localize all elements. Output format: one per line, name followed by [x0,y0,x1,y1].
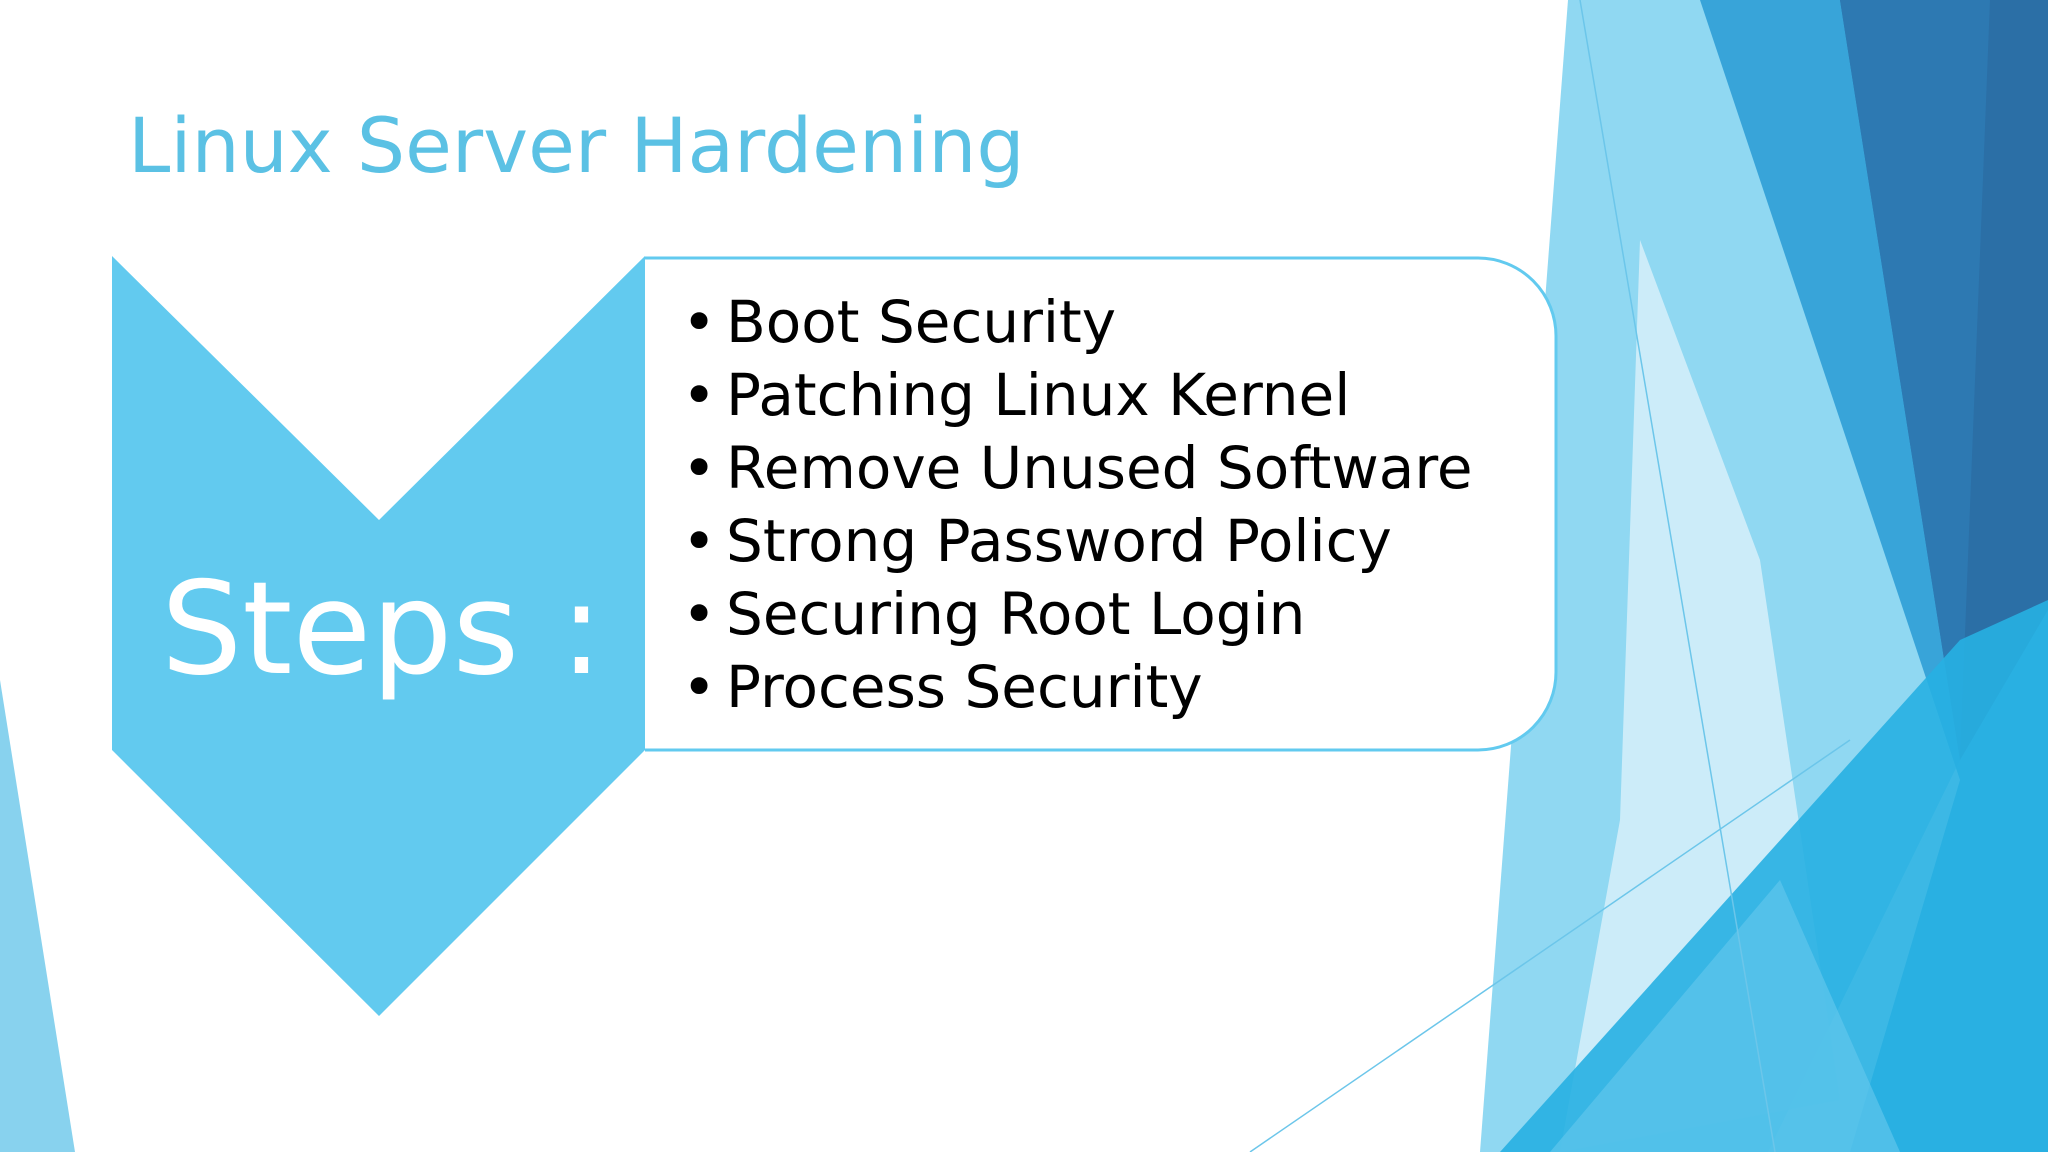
thin-line-1 [1579,0,1776,1152]
step-text: Remove Unused Software [726,434,1473,502]
bottom-cyan-facet [1500,600,2048,1152]
slide-title: Linux Server Hardening [128,101,1025,190]
steel-blue-facet [1840,0,1990,760]
left-edge-facet [0,680,75,1152]
steps-list: •Boot Security •Patching Linux Kernel •R… [676,286,1473,724]
thin-line-2 [1249,739,1851,1152]
step-text: Boot Security [726,288,1117,356]
list-item: •Securing Root Login [676,578,1473,651]
list-item: •Remove Unused Software [676,432,1473,505]
overlay-facet [1550,880,1900,1152]
bullet: • [682,434,717,502]
step-text: Patching Linux Kernel [726,361,1351,429]
bullet: • [682,361,717,429]
bullet: • [682,580,717,648]
step-text: Process Security [726,653,1203,721]
list-item: •Boot Security [676,286,1473,359]
chevron-shape [112,256,645,1016]
step-text: Securing Root Login [726,580,1306,648]
list-item: •Strong Password Policy [676,505,1473,578]
steps-label: Steps : [161,555,603,704]
bullet: • [682,653,717,721]
list-item: •Process Security [676,651,1473,724]
list-item: •Patching Linux Kernel [676,359,1473,432]
list-box [645,256,1558,752]
bullet: • [682,288,717,356]
bullet: • [682,507,717,575]
step-text: Strong Password Policy [726,507,1392,575]
